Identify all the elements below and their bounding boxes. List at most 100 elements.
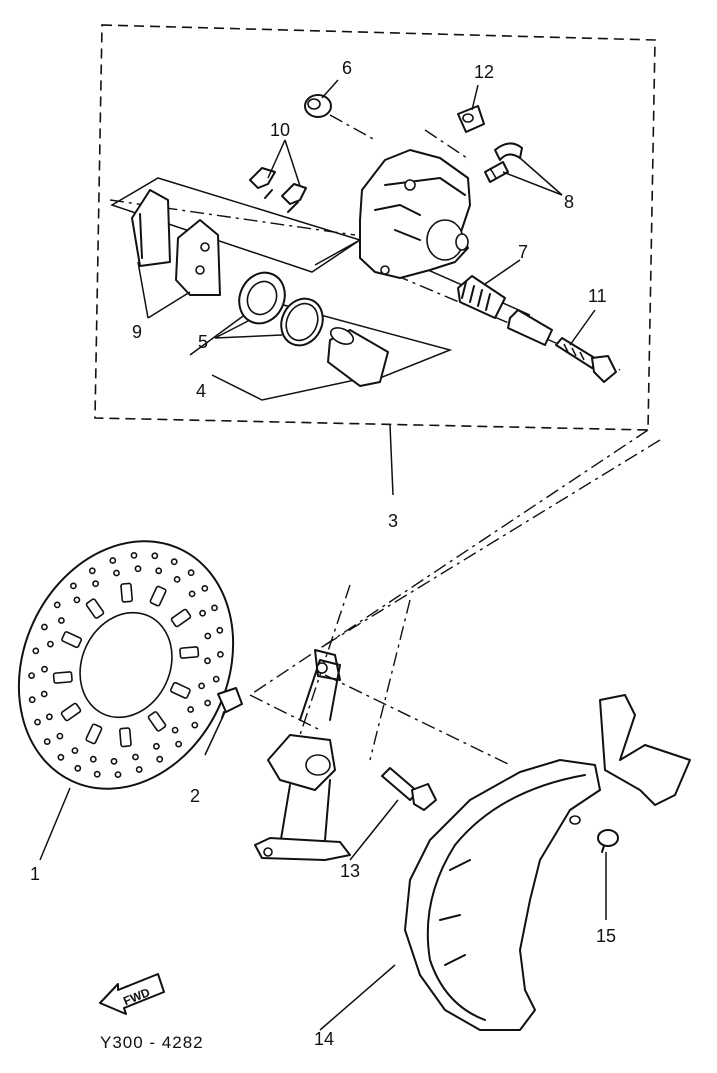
disc-perforation <box>134 565 142 573</box>
disc-perforation <box>34 718 41 726</box>
brake-pads <box>131 189 221 296</box>
callout-leaders <box>39 79 607 1031</box>
disc-perforation <box>28 696 36 704</box>
disc-slot <box>120 582 133 603</box>
disc-bolt <box>217 687 243 719</box>
callout-13: 13 <box>340 861 360 881</box>
piston-guide-frame <box>189 299 453 379</box>
brake-disc <box>17 540 235 790</box>
disc-slot <box>169 681 191 699</box>
bleed-cap <box>304 94 332 118</box>
disc-perforation <box>216 651 224 658</box>
callout-15: 15 <box>596 926 616 946</box>
disc-perforation <box>89 755 97 763</box>
disc-perforation <box>70 582 77 590</box>
callout-14: 14 <box>314 1029 334 1049</box>
slide-boot <box>457 275 506 319</box>
callout-12: 12 <box>474 62 494 82</box>
disc-perforation <box>74 764 82 772</box>
disc-perforation <box>28 672 35 679</box>
disc-perforation <box>188 590 196 598</box>
disc-perforation <box>32 647 40 655</box>
disc-perforation <box>211 604 218 612</box>
callout-2: 2 <box>190 786 200 806</box>
bracket-bolt <box>381 767 437 811</box>
disc-perforation <box>56 732 64 740</box>
callout-1: 1 <box>30 864 40 884</box>
pad-clips <box>249 167 307 213</box>
disc-slot <box>60 702 82 722</box>
disc-slot <box>147 711 167 732</box>
disc-perforation <box>156 755 164 763</box>
callout-6: 6 <box>342 58 352 78</box>
disc-perforation <box>187 706 194 713</box>
disc-perforation <box>88 567 96 575</box>
disc-perforation <box>171 726 179 734</box>
disc-perforation <box>58 617 65 624</box>
disc-guard <box>404 694 691 1031</box>
disc-perforation <box>46 713 53 721</box>
disc-slot <box>179 646 200 659</box>
disc-perforation <box>204 632 212 640</box>
disc-perforation <box>187 569 195 577</box>
bracket-guide-frame <box>211 374 356 401</box>
disc-perforation <box>47 640 54 648</box>
disc-perforation <box>71 747 79 754</box>
caliper-body <box>359 149 471 279</box>
callout-5: 5 <box>198 332 208 352</box>
piston <box>327 327 389 387</box>
disc-slot <box>52 671 73 684</box>
callout-9: 9 <box>132 322 142 342</box>
disc-perforation <box>170 558 178 566</box>
callout-8: 8 <box>564 192 574 212</box>
disc-perforation <box>198 682 205 690</box>
disc-perforation <box>41 665 48 673</box>
callout-7: 7 <box>518 242 528 262</box>
disc-perforation <box>216 626 224 634</box>
bleed-screw <box>484 142 523 183</box>
callout-11: 11 <box>588 286 607 306</box>
front-fork-leg <box>254 649 351 861</box>
fwd-arrow-icon: FWD <box>99 973 165 1015</box>
disc-perforation <box>113 569 120 577</box>
disc-perforation <box>204 657 211 665</box>
disc-slot <box>149 585 167 607</box>
disc-perforation <box>212 675 220 683</box>
disc-slot <box>85 723 103 745</box>
disc-perforation <box>199 609 206 617</box>
caliper-bolt <box>555 337 617 383</box>
disc-perforation <box>109 557 117 564</box>
piston-seals <box>238 271 324 347</box>
guard-screw <box>597 829 619 853</box>
callout-10: 10 <box>270 120 290 140</box>
disc-perforation <box>191 721 199 729</box>
disc-perforation <box>73 596 81 604</box>
disc-slot <box>85 598 105 619</box>
disc-perforation <box>41 623 48 631</box>
disc-perforation <box>43 738 51 745</box>
callout-4: 4 <box>196 381 206 401</box>
cap-12 <box>457 105 485 133</box>
disc-perforation <box>135 766 143 773</box>
disc-perforation <box>152 742 160 750</box>
disc-perforation <box>201 585 209 592</box>
drawing-code: Y300 - 4282 <box>100 1033 204 1052</box>
disc-slot <box>119 727 132 748</box>
disc-perforation <box>57 753 65 761</box>
disc-slot <box>61 631 83 649</box>
disc-perforation <box>204 699 211 707</box>
disc-perforation <box>53 601 61 609</box>
disc-perforation <box>173 576 181 583</box>
disc-perforation <box>92 580 99 588</box>
caliper-assembly-boundary <box>94 24 656 431</box>
disc-perforation <box>175 740 182 748</box>
disc-perforation <box>130 552 138 559</box>
disc-perforation <box>40 690 48 698</box>
disc-perforation <box>93 770 101 778</box>
leader-3 <box>389 424 394 496</box>
disc-slot <box>170 608 192 628</box>
slide-pin <box>507 309 553 346</box>
disc-perforation <box>114 771 122 778</box>
disc-perforation <box>155 567 163 575</box>
